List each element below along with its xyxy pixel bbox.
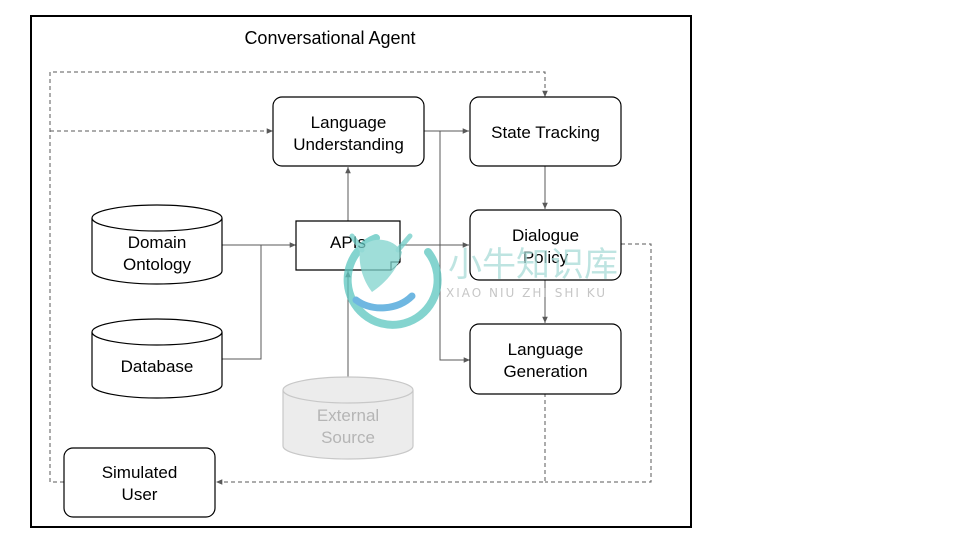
svg-text:State Tracking: State Tracking [491,123,600,142]
conversational-agent-frame [30,15,692,528]
watermark: 小牛知识库 XIAO NIU ZHI SHI KU [343,233,618,329]
generation-to-user-dashed-arrow [216,393,546,485]
simulated-user-box: Simulated User [63,447,216,518]
svg-text:Domain: Domain [128,233,187,252]
database-cylinder: Database [91,318,223,399]
feedback-dashed-line-top [49,71,548,482]
svg-text:External: External [317,406,379,425]
dialogue-policy-box: Dialogue Policy [469,209,622,281]
svg-text:User: User [122,485,158,504]
language-generation-box: Language Generation [469,323,622,395]
diagram-title: Conversational Agent [244,28,415,48]
external-source-cylinder: External Source [282,376,414,460]
svg-text:Source: Source [321,428,375,447]
watermark-bull-logo-icon [343,233,442,329]
svg-text:Database: Database [121,357,194,376]
svg-text:Ontology: Ontology [123,255,192,274]
database-to-apis-line [222,245,262,360]
watermark-chinese-text: 小牛知识库 [448,245,618,285]
svg-text:Generation: Generation [503,362,587,381]
watermark-pinyin-text: XIAO NIU ZHI SHI KU [446,286,607,300]
svg-text:Language: Language [311,113,387,132]
language-understanding-box: Language Understanding [272,96,425,167]
svg-text:Language: Language [508,340,584,359]
policy-to-user-dashed-line [545,243,652,483]
svg-text:Dialogue: Dialogue [512,226,579,245]
svg-text:Simulated: Simulated [102,463,178,482]
svg-text:Policy: Policy [523,248,569,267]
domain-ontology-cylinder: Domain Ontology [91,204,223,285]
state-tracking-box: State Tracking [469,96,622,167]
svg-text:Understanding: Understanding [293,135,404,154]
